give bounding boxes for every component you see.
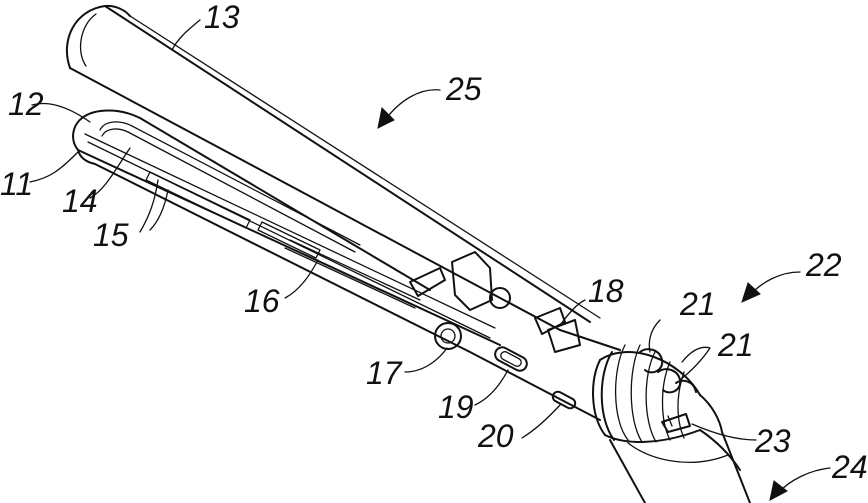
shaft-tube (610, 395, 750, 503)
numeral-11: 11 (0, 166, 33, 202)
reference-numerals: 13 12 11 14 15 16 17 18 19 20 21 21 22 2… (0, 0, 868, 485)
numeral-25: 25 (445, 71, 482, 107)
numeral-15: 15 (93, 217, 129, 253)
numeral-13: 13 (204, 0, 240, 35)
numeral-12: 12 (8, 86, 44, 122)
numeral-21-lower: 21 (717, 327, 754, 363)
numeral-14: 14 (62, 183, 98, 219)
numeral-24: 24 (831, 449, 868, 485)
numeral-19: 19 (438, 389, 474, 425)
numeral-21-upper: 21 (679, 286, 716, 322)
numeral-22: 22 (805, 247, 842, 283)
anvil-jaw (67, 6, 600, 330)
numeral-23: 23 (754, 423, 791, 459)
numeral-20: 20 (477, 418, 514, 454)
numeral-18: 18 (588, 273, 624, 309)
cartridge-jaw (73, 111, 500, 353)
numeral-16: 16 (244, 283, 280, 319)
numeral-17: 17 (366, 355, 403, 391)
